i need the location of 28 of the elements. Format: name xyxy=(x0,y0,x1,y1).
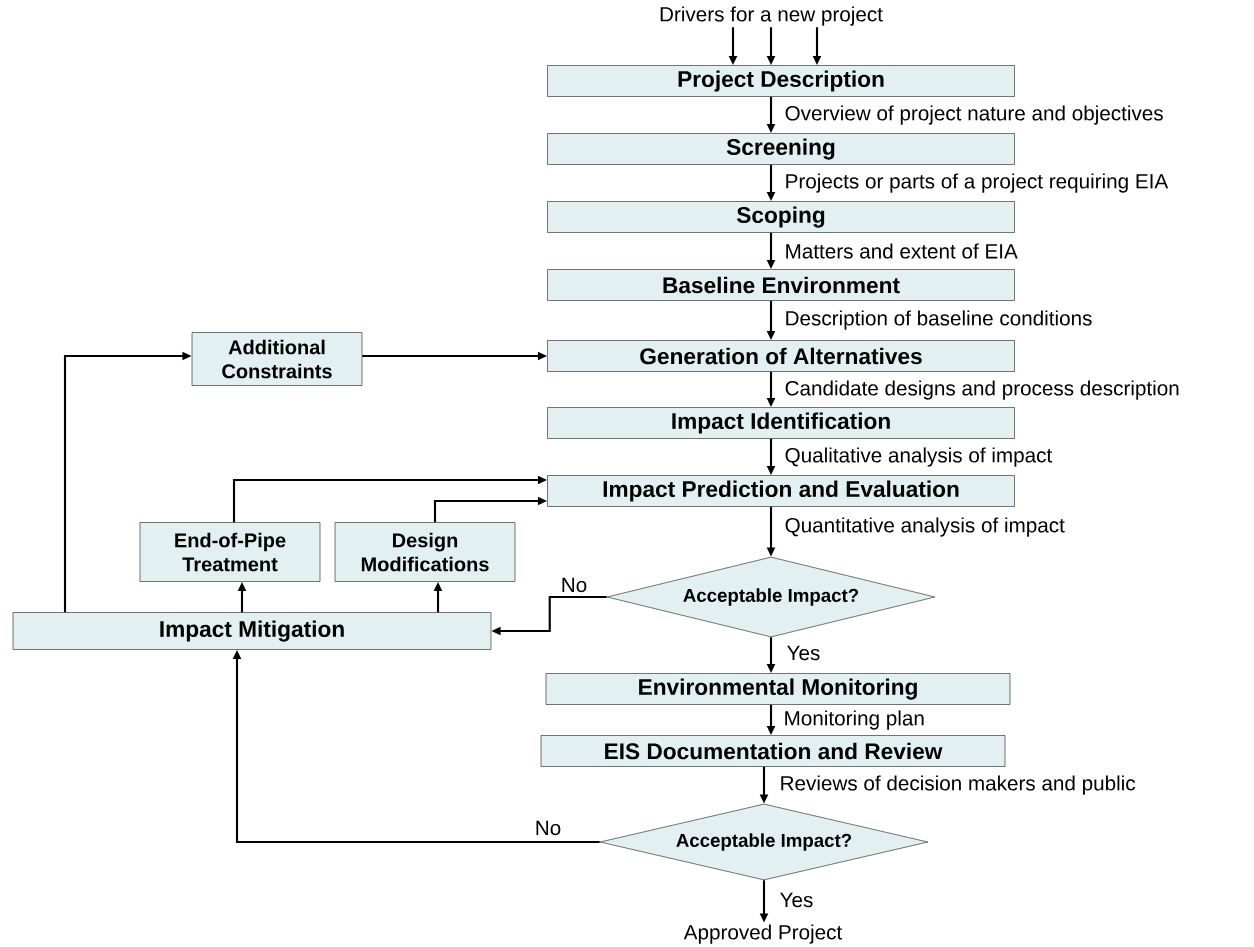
process-box: Baseline Environment xyxy=(547,269,1015,301)
process-box: Impact Identification xyxy=(547,407,1015,439)
edge-label: Overview of project nature and objectives xyxy=(785,105,1163,125)
process-box: Screening xyxy=(547,133,1015,165)
process-box: Project Description xyxy=(547,65,1015,97)
process-box: Scoping xyxy=(547,201,1015,233)
edge-label: Matters and extent of EIA xyxy=(786,243,1018,259)
edge-label: Yes xyxy=(787,645,820,661)
edge-label: Quantitative analysis of impact xyxy=(785,517,1065,537)
terminal-text: Drivers for a new project xyxy=(660,6,883,26)
edge-label: Reviews of decision makers and public xyxy=(781,775,1136,795)
process-box: Environmental Monitoring xyxy=(545,673,1011,705)
process-box: Impact Prediction and Evaluation xyxy=(547,475,1015,507)
process-box: Impact Mitigation xyxy=(12,612,492,650)
edge-label: Yes xyxy=(780,892,813,908)
edge-label: Candidate designs and process description xyxy=(785,380,1179,400)
edge-label: No xyxy=(536,820,561,836)
process-box: Additional Constraints xyxy=(191,332,363,386)
process-box: Design Modifications xyxy=(334,522,516,582)
edge-label: No xyxy=(562,577,587,593)
process-box: End-of-Pipe Treatment xyxy=(139,522,321,582)
edge-label: Description of baseline conditions xyxy=(786,310,1092,330)
edge-label: Projects or parts of a project requiring EIA xyxy=(786,173,1169,193)
edge-label: Monitoring plan xyxy=(785,710,924,730)
process-box: Generation of Alternatives xyxy=(547,340,1015,372)
edge-label: Qualitative analysis of impact xyxy=(785,447,1053,467)
terminal-text: Approved Project xyxy=(683,924,843,944)
process-box: EIS Documentation and Review xyxy=(540,735,1006,767)
